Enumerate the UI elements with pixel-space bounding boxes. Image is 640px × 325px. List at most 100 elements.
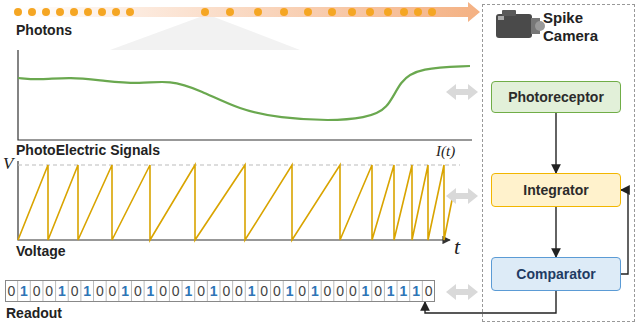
cell-divider — [220, 280, 221, 302]
cell-divider — [55, 280, 56, 302]
cell-divider — [182, 280, 183, 302]
cell-divider — [118, 280, 119, 302]
panel-title: Spike Camera — [543, 9, 623, 45]
cell-divider — [106, 280, 107, 302]
zoom-wedge — [110, 17, 300, 50]
photon-dot — [384, 8, 392, 16]
bit-value: 1 — [309, 281, 322, 301]
cell-divider — [194, 280, 195, 302]
cell-divider — [144, 280, 145, 302]
bit-value: 0 — [321, 281, 334, 301]
cell-divider — [270, 280, 271, 302]
plot-title: Voltage — [16, 243, 66, 260]
photon-dot — [98, 8, 106, 16]
signal-axes — [18, 50, 472, 140]
flow-arrow — [425, 291, 556, 313]
cell-divider — [42, 280, 43, 302]
photon-dot — [56, 8, 64, 16]
cell-divider — [359, 280, 360, 302]
cell-divider — [245, 280, 246, 302]
camera-icon — [496, 10, 545, 38]
cell-divider — [371, 280, 372, 302]
photon-dot — [126, 8, 134, 16]
cell-divider — [295, 280, 296, 302]
photon-dot — [42, 8, 50, 16]
bit-value: 0 — [43, 281, 56, 301]
cell-divider — [68, 280, 69, 302]
process-box: Photoreceptor — [491, 81, 621, 113]
bit-value: 1 — [245, 281, 258, 301]
threshold-label: V — [3, 154, 13, 174]
cell-divider — [131, 280, 132, 302]
cell-divider — [384, 280, 385, 302]
photon-dot — [280, 8, 288, 16]
bit-value: 0 — [30, 281, 43, 301]
process-box: Integrator — [491, 173, 621, 207]
photon-dot — [366, 8, 374, 16]
bit-value: 1 — [410, 281, 423, 301]
cell-divider — [232, 280, 233, 302]
photon-dot — [400, 8, 408, 16]
box-label: Photoreceptor — [508, 89, 604, 105]
bit-value: 1 — [119, 281, 132, 301]
photon-dot — [414, 8, 422, 16]
bit-value: 0 — [195, 281, 208, 301]
correspondence-arrow — [446, 188, 478, 204]
plot-title: Photons — [16, 22, 72, 39]
bit-value: 1 — [384, 281, 397, 301]
bit-value: 0 — [5, 281, 18, 301]
photon-dot — [428, 8, 436, 16]
axis-label: t — [454, 234, 460, 259]
bit-value: 1 — [81, 281, 94, 301]
photon-dot — [226, 8, 234, 16]
flow-arrow — [621, 190, 628, 274]
bit-value: 0 — [334, 281, 347, 301]
bit-value: 0 — [131, 281, 144, 301]
cell-divider — [321, 280, 322, 302]
flow-arrow — [555, 207, 556, 257]
bit-value: 0 — [68, 281, 81, 301]
cell-divider — [257, 280, 258, 302]
cell-divider — [80, 280, 81, 302]
bit-value: 1 — [207, 281, 220, 301]
photon-dot — [201, 8, 209, 16]
bit-value: 0 — [169, 281, 182, 301]
bit-value: 1 — [397, 281, 410, 301]
readout-strip: Readout — [5, 280, 435, 302]
bit-value: 1 — [359, 281, 372, 301]
cell-divider — [397, 280, 398, 302]
bit-value: 0 — [94, 281, 107, 301]
cell-divider — [422, 280, 423, 302]
bit-value: 0 — [220, 281, 233, 301]
cell-divider — [409, 280, 410, 302]
cell-divider — [17, 280, 18, 302]
bit-value: 0 — [422, 281, 435, 301]
bit-value: 1 — [144, 281, 157, 301]
bit-value: 1 — [182, 281, 195, 301]
bit-value: 0 — [346, 281, 359, 301]
bit-value: 0 — [157, 281, 170, 301]
photon-dot — [28, 8, 36, 16]
photon-dot — [304, 8, 312, 16]
signal-curve — [18, 66, 470, 120]
voltage-sawtooth — [18, 165, 452, 240]
bit-value: 1 — [283, 281, 296, 301]
photon-dot — [84, 8, 92, 16]
cell-divider — [333, 280, 334, 302]
photon-beam — [16, 2, 480, 22]
box-label: Comparator — [516, 266, 595, 282]
axis-label: I(t) — [436, 142, 455, 160]
bit-value: 0 — [233, 281, 246, 301]
cell-divider — [169, 280, 170, 302]
box-label: Integrator — [523, 182, 588, 198]
bit-value: 0 — [106, 281, 119, 301]
photon-dot — [14, 8, 22, 16]
plot-title: PhotoElectric Signals — [16, 142, 160, 159]
photon-dot — [70, 8, 78, 16]
photon-dot — [348, 8, 356, 16]
flow-arrow — [555, 113, 556, 173]
readout-title: Readout — [6, 305, 62, 321]
cell-divider — [156, 280, 157, 302]
device-panel: Spike CameraPhotoreceptorIntegratorCompa… — [482, 4, 635, 322]
